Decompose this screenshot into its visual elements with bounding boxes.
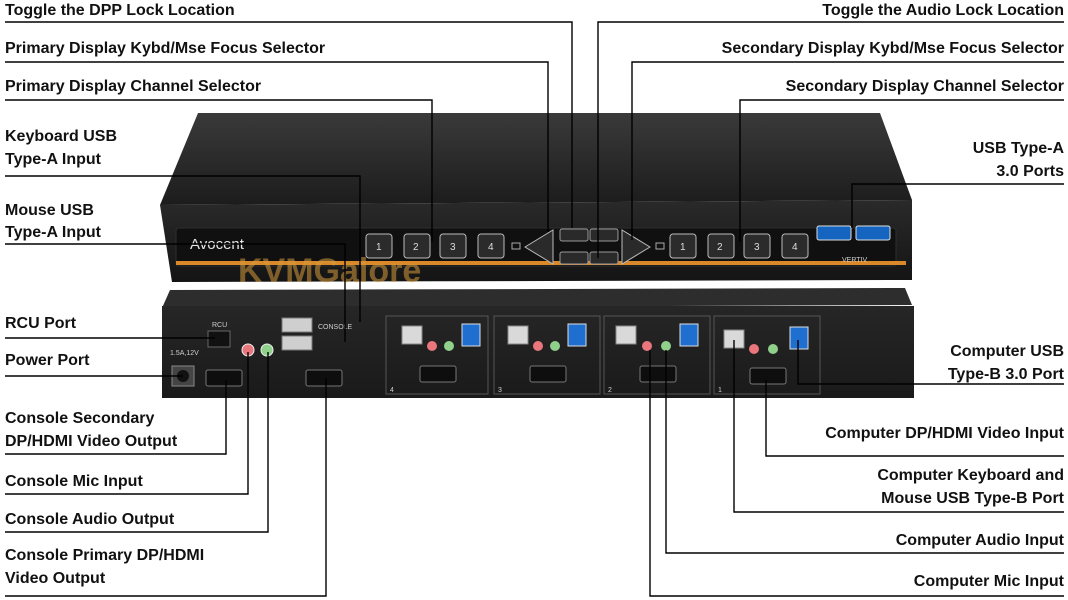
front-unit-top — [160, 113, 912, 205]
svg-text:1: 1 — [376, 242, 382, 253]
label-computer-video: Computer DP/HDMI Video Input — [825, 425, 1064, 442]
svg-text:VERTIV: VERTIV — [842, 257, 867, 264]
svg-text:2: 2 — [413, 242, 419, 253]
channel-section-4: 4 — [385, 315, 489, 395]
svg-text:4: 4 — [390, 387, 394, 394]
label-toggle-audio: Toggle the Audio Lock Location — [822, 2, 1064, 19]
label-mouse-usb-line2: Type-A Input — [5, 224, 101, 241]
svg-text:CONSOLE: CONSOLE — [318, 324, 353, 331]
channel-section-3: 3 — [493, 315, 601, 395]
channel-section-2: 2 — [603, 315, 711, 395]
label-console-primary-line1: Console Primary DP/HDMI — [5, 547, 205, 564]
label-computer-usb-line1: Computer USB — [950, 343, 1064, 360]
label-keyboard-usb-line2: Type-A Input — [5, 151, 101, 168]
front-left-buttons: 1 2 3 4 — [365, 233, 505, 259]
svg-text:3: 3 — [450, 242, 456, 253]
svg-text:3: 3 — [498, 387, 502, 394]
label-keyboard-usb-line1: Keyboard USB — [5, 128, 118, 145]
label-console-secondary-line2: DP/HDMI Video Output — [5, 433, 178, 450]
label-mouse-usb-line1: Mouse USB — [5, 202, 94, 219]
svg-text:4: 4 — [792, 242, 798, 253]
label-power-port: Power Port — [5, 352, 90, 369]
rear-unit-top — [162, 288, 912, 308]
front-right-buttons: 1 2 3 4 — [669, 233, 809, 259]
label-console-audio: Console Audio Output — [5, 511, 175, 528]
console-section: RCU 1.5A,12V CONSOLE — [170, 317, 353, 387]
svg-text:4: 4 — [488, 242, 494, 253]
svg-text:1: 1 — [680, 242, 686, 253]
front-usb-a-ports: VERTIV — [816, 225, 891, 264]
label-primary-channel: Primary Display Channel Selector — [5, 78, 262, 95]
svg-text:2: 2 — [717, 242, 723, 253]
svg-text:RCU: RCU — [212, 322, 227, 329]
label-computer-mic: Computer Mic Input — [913, 573, 1064, 590]
label-console-mic: Console Mic Input — [5, 473, 143, 490]
label-computer-kbd-line2: Mouse USB Type-B Port — [881, 490, 1064, 507]
label-usb-a-line1: USB Type-A — [972, 140, 1064, 157]
label-secondary-channel: Secondary Display Channel Selector — [785, 78, 1064, 95]
svg-text:3: 3 — [754, 242, 760, 253]
label-usb-a-line2: 3.0 Ports — [996, 163, 1064, 180]
center-controls — [511, 228, 665, 265]
watermark: KVMGalore — [238, 252, 421, 290]
label-computer-audio: Computer Audio Input — [895, 532, 1064, 549]
leader-lines — [5, 21, 1064, 597]
label-rcu-port: RCU Port — [5, 315, 77, 332]
label-computer-kbd-line1: Computer Keyboard and — [877, 467, 1064, 484]
label-computer-usb-line2: Type-B 3.0 Port — [947, 366, 1064, 383]
label-toggle-dpp: Toggle the DPP Lock Location — [5, 2, 235, 19]
label-secondary-kbd-focus: Secondary Display Kybd/Mse Focus Selecto… — [721, 40, 1064, 57]
label-console-secondary-line1: Console Secondary — [5, 410, 155, 427]
label-primary-kbd-focus: Primary Display Kybd/Mse Focus Selector — [5, 40, 326, 57]
svg-text:2: 2 — [608, 387, 612, 394]
label-console-primary-line2: Video Output — [5, 570, 106, 587]
svg-text:1: 1 — [718, 387, 722, 394]
orange-strip — [176, 261, 906, 265]
svg-text:1.5A,12V: 1.5A,12V — [170, 350, 199, 357]
channel-section-1: 1 — [713, 315, 821, 395]
